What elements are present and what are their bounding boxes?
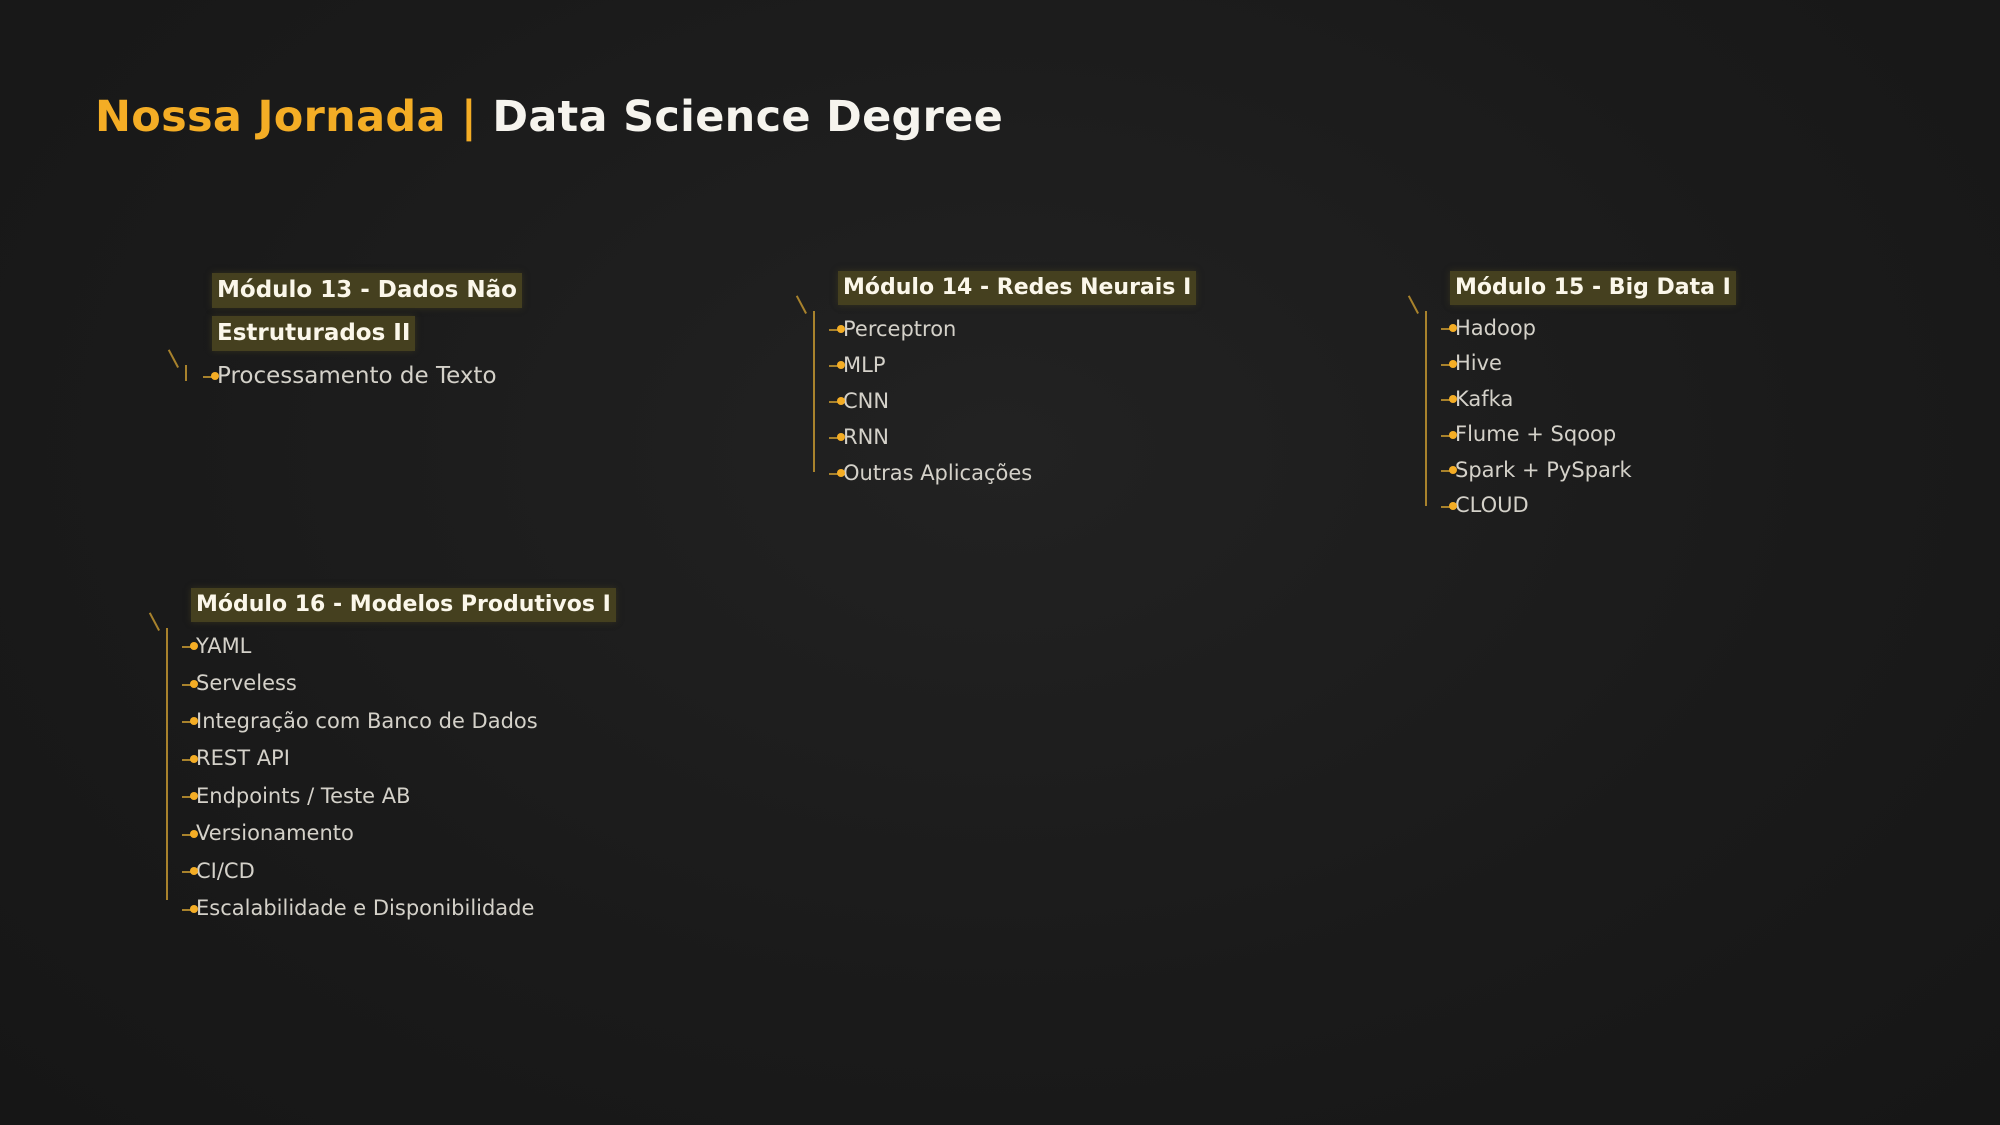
- list-item: Endpoints / Teste AB: [182, 778, 616, 816]
- tree-connector: [166, 627, 168, 900]
- title-main: Data Science Degree: [492, 92, 1004, 142]
- tree-connector: [1425, 310, 1427, 506]
- list-item: CLOUD: [1441, 488, 1736, 524]
- tree-connector: [813, 310, 815, 472]
- list-item: Hadoop: [1441, 311, 1736, 347]
- module-items: Perceptron MLP CNN RNN Outras Aplicações: [828, 311, 1196, 491]
- list-item: RNN: [828, 419, 1196, 455]
- module-items: YAML Serveless Integração com Banco de D…: [182, 628, 616, 928]
- module-title: Módulo 16 - Modelos Produtivos I: [191, 588, 616, 622]
- list-item: Escalabilidade e Disponibilidade: [182, 890, 616, 928]
- list-item: Perceptron: [828, 311, 1196, 347]
- module-15: Módulo 15 - Big Data I Hadoop Hive Kafka…: [1425, 271, 1736, 524]
- module-title-line2: Estruturados II: [212, 315, 416, 351]
- tree-connector: [185, 364, 187, 381]
- list-item: Kafka: [1441, 382, 1736, 418]
- module-13: Módulo 13 - Dados Não Estruturados II Pr…: [185, 273, 522, 391]
- list-item: CNN: [828, 383, 1196, 419]
- list-item: MLP: [828, 347, 1196, 383]
- module-items: Hadoop Hive Kafka Flume + Sqoop Spark + …: [1441, 311, 1736, 524]
- list-item: Serveless: [182, 665, 616, 703]
- list-item: Outras Aplicações: [828, 455, 1196, 491]
- list-item: Spark + PySpark: [1441, 453, 1736, 489]
- module-16: Módulo 16 - Modelos Produtivos I YAML Se…: [166, 588, 616, 928]
- list-item: REST API: [182, 740, 616, 778]
- list-item: Processamento de Texto: [203, 361, 522, 391]
- list-item: YAML: [182, 628, 616, 666]
- module-title-line1: Módulo 13 - Dados Não: [212, 273, 522, 308]
- list-item: Integração com Banco de Dados: [182, 703, 616, 741]
- title-accent: Nossa Jornada |: [95, 92, 478, 142]
- list-item: Versionamento: [182, 815, 616, 853]
- module-title: Módulo 14 - Redes Neurais I: [838, 271, 1197, 305]
- module-14: Módulo 14 - Redes Neurais I Perceptron M…: [813, 271, 1197, 491]
- list-item: CI/CD: [182, 853, 616, 891]
- list-item: Hive: [1441, 346, 1736, 382]
- module-title: Módulo 15 - Big Data I: [1450, 271, 1736, 305]
- list-item: Flume + Sqoop: [1441, 417, 1736, 453]
- page-title: Nossa Jornada | Data Science Degree: [95, 92, 1003, 142]
- module-items: Processamento de Texto: [203, 361, 522, 391]
